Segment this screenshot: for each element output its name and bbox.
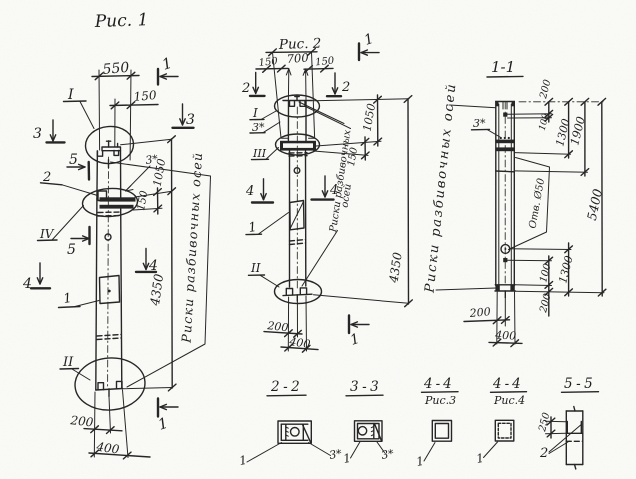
scan-noise-overlay [0,0,636,479]
technical-drawing-canvas: Рис. 1 [0,0,636,479]
